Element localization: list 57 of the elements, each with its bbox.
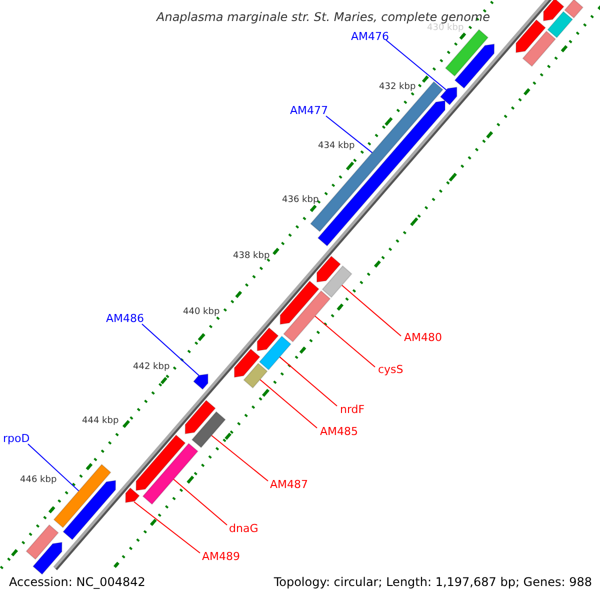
leader-line [386,40,447,91]
gene-feature [136,434,186,491]
scale-label: 436 kbp [282,194,319,207]
leader-line [260,379,318,428]
gene-label: nrdF [340,403,365,417]
gene-label: AM480 [404,331,442,345]
gene-bar [243,362,268,389]
gene-label: cysS [378,363,404,377]
scale-label: 434 kbp [318,140,355,153]
title: Anaplasma marginale str. St. Maries, complete genome [156,10,490,24]
leader-line [326,116,373,154]
gene-feature [62,480,116,540]
scale-label: 442 kbp [133,361,170,374]
leader-line [211,434,268,482]
gene-feature [234,348,260,378]
gene-bar [283,290,331,342]
leader-line [142,324,200,376]
gene-bar [522,30,556,67]
scale-label: 446 kbp [20,474,57,487]
gene-bar [258,336,292,370]
gene-feature [256,327,279,352]
gene-feature [280,280,320,325]
gene-label: rpoD [3,432,30,446]
scale-label: 440 kbp [183,306,220,319]
gene-label: AM476 [351,30,390,44]
gene-feature [516,19,546,54]
gene-feature [125,487,140,504]
gene-label: AM485 [320,425,358,439]
gene-feature [543,0,564,22]
leader-line [173,478,228,526]
leader-line [314,316,376,368]
gene-bar [26,524,59,560]
gene-label: AM486 [106,312,144,326]
gene-feature [192,374,208,390]
gene-bar [322,265,352,298]
gene-label: AM477 [290,104,328,118]
scale-label: 432 kbp [379,81,416,94]
gene-bar [142,442,198,505]
gene-label: AM489 [202,550,240,564]
gene-label: dnaG [229,522,258,536]
leader-line [28,444,80,492]
gene-feature [32,542,62,575]
leader-line [341,284,402,336]
leader-line [134,501,200,554]
gene-label: AM487 [270,478,308,492]
gene-bar [191,411,226,448]
gene-feature [316,256,342,283]
scale-label: 444 kbp [82,415,119,428]
gene-feature [184,400,216,434]
gene-feature [440,86,458,106]
gene-bar [547,10,574,38]
leader-line [279,356,338,406]
gene-bar [564,0,584,19]
genome-info-text: Topology: circular; Length: 1,197,687 bp; Genes: 988 [274,575,592,589]
scale-label: 438 kbp [233,250,270,263]
accession-text: Accession: NC_004842 [9,575,146,589]
gene-feature [454,44,495,89]
